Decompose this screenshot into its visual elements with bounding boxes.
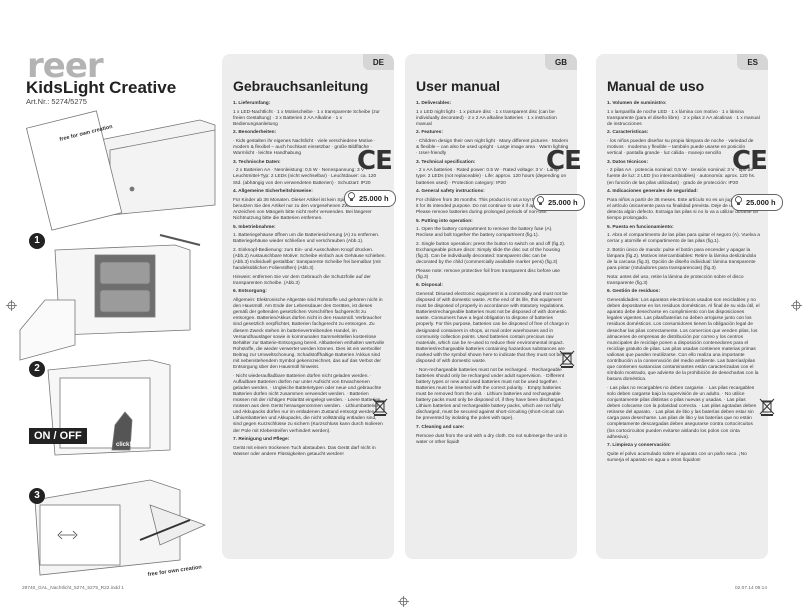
- free-for-own-creation-label-2: free for own creation: [147, 564, 202, 578]
- manual-body-gb: 1. Deliverables: 1 x LED night light · 1 …: [416, 99, 569, 553]
- lifetime-hours-text: 25.000 h: [359, 194, 389, 203]
- step-3-badge: 3: [29, 488, 45, 504]
- section-heading: 4. Allgemeine Sicherheitshinweise:: [233, 189, 313, 195]
- crossed-out-bin-icon: [759, 398, 775, 416]
- footer-timestamp: 02.07.14 09:14: [735, 586, 768, 591]
- article-number: Art.Nr.: 5274/5275: [26, 97, 87, 106]
- section-heading: 6. Gestión de residuos:: [607, 289, 661, 295]
- light-bulb-icon: [348, 192, 355, 201]
- ce-mark-de: CE: [357, 146, 393, 176]
- ce-mark-gb: CE: [546, 146, 582, 176]
- section-heading: 3. Datos técnicos:: [607, 159, 649, 165]
- section-heading: 6. Disposal:: [416, 283, 443, 289]
- paragraph: Hinweis: entfernen Sie vor dem Gebrauch …: [233, 274, 371, 286]
- paragraph: Remove dust from the unit with a dry clo…: [416, 433, 568, 445]
- ce-mark-es: CE: [732, 146, 768, 176]
- lifetime-hours-badge-gb: 25.000 h: [533, 194, 585, 211]
- section-heading: 3. Technical specification:: [416, 159, 476, 165]
- slide-disc-image: [34, 479, 207, 576]
- paragraph: · Nicht wiederaufladbare Batterien dürfe…: [233, 373, 383, 434]
- on-off-label: ON / OFF: [29, 428, 87, 444]
- paragraph: · 2 pilas AA · potencia nominal: 0,5 W ·…: [607, 168, 756, 186]
- paragraph: 1. Open the battery compartment to remov…: [416, 227, 553, 239]
- paragraph: · 2 x AA batteries · Rated power: 0.5 W …: [416, 168, 567, 186]
- paragraph: Para niños a partir de 36 meses. Este ar…: [607, 197, 759, 221]
- language-tab-gb: GB: [545, 54, 577, 70]
- language-tab-de: DE: [362, 54, 394, 70]
- paragraph: 1 x LED-Nachtlicht · 1 x Motivscheibe · …: [233, 109, 380, 127]
- section-heading: 6. Entsorgung:: [233, 289, 267, 295]
- paragraph: · 2 x Batterien AA · Nennleistung: 0,5 W…: [233, 168, 377, 186]
- product-illustrations: free for own creation click! free for ow…: [19, 110, 216, 578]
- manual-title-de: Gebrauchsanleitung: [233, 78, 369, 94]
- night-light-product-image: [26, 110, 216, 231]
- paragraph: 2. Einknopf-Bedienung: zum Ein- und Auss…: [233, 247, 386, 272]
- registration-mark-icon: [6, 300, 17, 311]
- paragraph: Nota: antes del uso, retire la lámina de…: [607, 274, 744, 286]
- section-heading: 2. Características:: [607, 130, 649, 136]
- click-label: click!: [116, 442, 131, 448]
- manual-body-de: 1. Lieferumfang: 1 x LED-Nachtlicht · 1 x…: [233, 99, 386, 553]
- paragraph: 1. Batteriegehäuse öffnen um die Batteri…: [233, 233, 380, 245]
- lifetime-hours-text: 25.000 h: [746, 198, 776, 207]
- reer-logo: reer: [27, 46, 104, 86]
- paragraph: · Kids gestalten ihr eigenes Nachtlicht …: [233, 138, 376, 157]
- product-title: KidsLight Creative: [26, 78, 177, 97]
- paragraph: General: Disused electronic equipment is…: [416, 291, 569, 364]
- paragraph: · Non-rechargeable batteries must not be…: [416, 367, 565, 422]
- step-2-badge: 2: [29, 361, 45, 377]
- column-es: ES Manual de uso 1. Volumen de suministr…: [596, 54, 768, 559]
- section-heading: 4. General safety instructions:: [416, 189, 485, 195]
- section-heading: 5. Inbetriebnahme:: [233, 224, 276, 230]
- crossed-out-bin-icon: [559, 350, 575, 368]
- lifetime-hours-text: 25.000 h: [548, 198, 578, 207]
- crossed-out-bin-icon: [372, 398, 388, 416]
- paragraph: 1 x lamparilla de noche LED · 1 x lámina…: [607, 109, 760, 127]
- paragraph: Gerät mit einem trockenen Tuch abstauben…: [233, 445, 376, 457]
- paragraph: 1 x LED night light · 1 x picture disc ·…: [416, 109, 557, 127]
- column-de: DE Gebrauchsanleitung 1. Lieferumfang: 1 …: [222, 54, 394, 559]
- section-heading: 5. Putting into operation:: [416, 218, 473, 224]
- light-bulb-icon: [537, 196, 544, 205]
- battery-compartment-image: [19, 234, 201, 361]
- paragraph: · los niños pueden diseñar su propia lám…: [607, 138, 754, 157]
- registration-mark-icon: [398, 596, 409, 607]
- manual-body-es: 1. Volumen de suministro: 1 x lamparilla …: [607, 99, 760, 553]
- manual-title-es: Manual de uso: [607, 78, 705, 94]
- section-heading: 7. Cleaning and care:: [416, 424, 465, 430]
- registration-mark-icon: [791, 300, 802, 311]
- paragraph: Allgemein: Elektronische Altgeräte sind …: [233, 298, 385, 371]
- paragraph: Für Kinder ab 36 Monaten. Dieser Artikel…: [233, 197, 372, 221]
- section-heading: 1. Lieferumfang:: [233, 101, 271, 106]
- section-heading: 1. Deliverables:: [416, 101, 452, 106]
- paragraph: 1. Abra el compartimento de las pilas pa…: [607, 233, 760, 245]
- lifetime-hours-badge-es: 25.000 h: [731, 194, 783, 211]
- paragraph: · Children design their own night light …: [416, 138, 569, 157]
- paragraph: Generalidades: Los aparatos electrónicos…: [607, 298, 760, 383]
- section-heading: 3. Technische Daten:: [233, 159, 281, 165]
- step-1-badge: 1: [29, 233, 45, 249]
- section-heading: 2. Features:: [416, 130, 443, 136]
- section-heading: 2. Besonderheiten:: [233, 130, 277, 136]
- footer-filename: 29740_GAL_Nachtlicht_5274_5275_R22.indd …: [22, 586, 124, 591]
- column-gb: GB User manual 1. Deliverables: 1 x LED n…: [405, 54, 577, 559]
- section-heading: 1. Volumen de suministro:: [607, 101, 667, 106]
- section-heading: 4. Indicaciones generales de seguridad:: [607, 189, 698, 195]
- paragraph: Quite el polvo acumulado sobre el aparat…: [607, 451, 747, 463]
- light-bulb-icon: [735, 196, 742, 205]
- manual-title-gb: User manual: [416, 78, 501, 94]
- section-heading: 5. Puesta en funcionamiento:: [607, 224, 674, 230]
- paragraph: For children from 36 months. This produc…: [416, 197, 569, 215]
- paragraph: · Las pilas no recargables no deben carg…: [607, 385, 757, 440]
- section-heading: 7. Limpieza y conservación:: [607, 443, 671, 449]
- paragraph: 2. Botón único de mando: pulse el botón …: [607, 247, 757, 272]
- paragraph: Please note: remove protective foil from…: [416, 268, 560, 280]
- paragraph: 2. Single button operation: press the bu…: [416, 241, 566, 266]
- language-tab-es: ES: [737, 54, 768, 70]
- section-heading: 7. Reinigung und Pflege:: [233, 437, 290, 443]
- lifetime-hours-badge-de: 25.000 h: [344, 190, 396, 207]
